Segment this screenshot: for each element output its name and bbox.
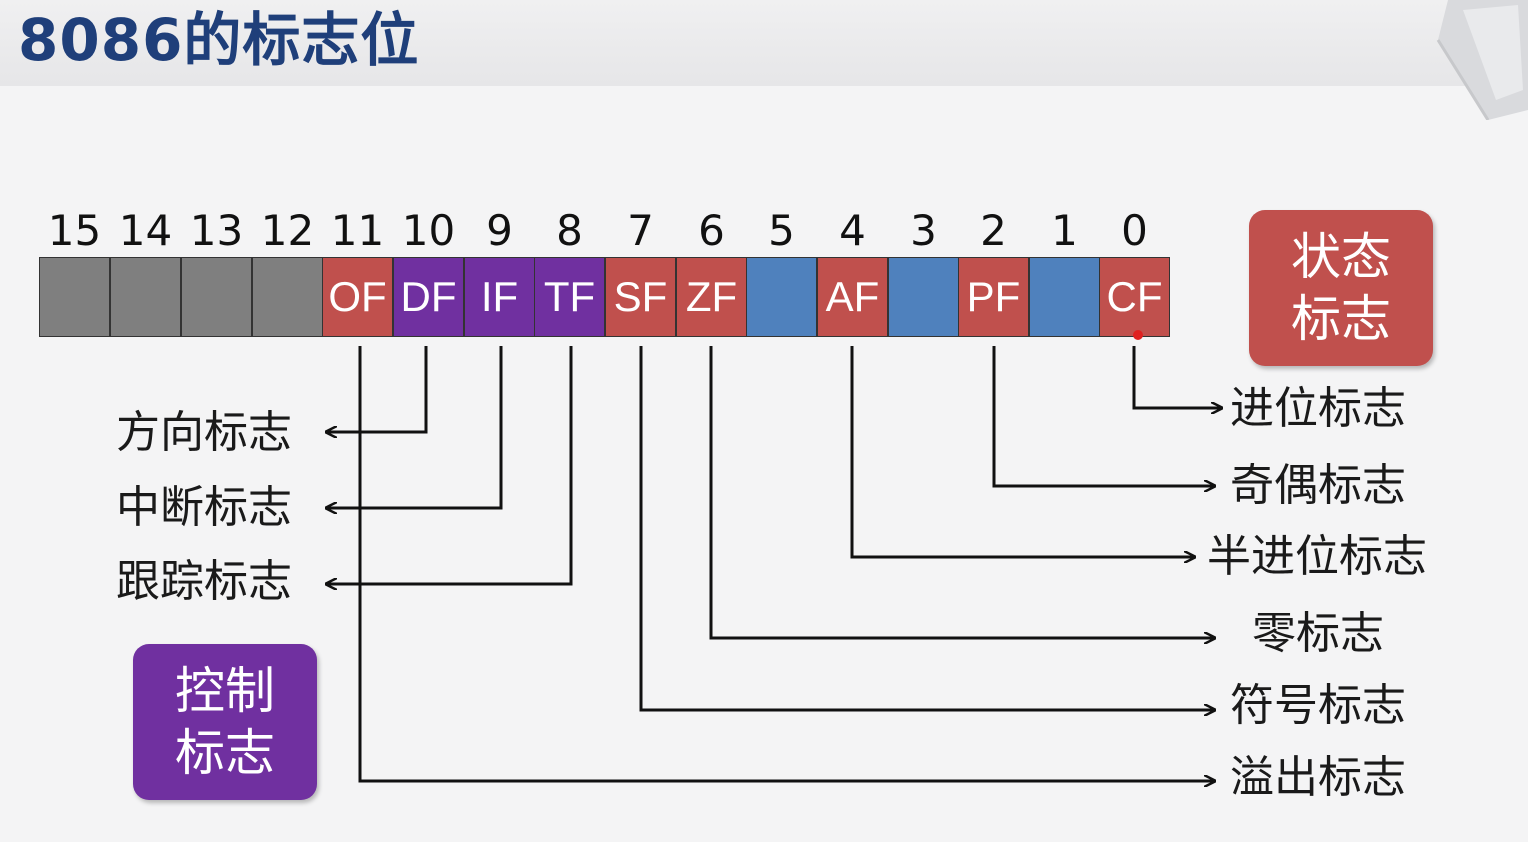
flag-cell-sf: SF <box>605 257 676 337</box>
flag-cell-if: IF <box>464 257 535 337</box>
bit-number: 11 <box>330 206 385 255</box>
label-interrupt-flag: 中断标志 <box>116 482 292 533</box>
flag-cell-bit12 <box>252 257 323 337</box>
flag-cell-bit5 <box>746 257 817 337</box>
bit-number: 5 <box>768 206 795 255</box>
bit-number: 6 <box>698 206 725 255</box>
flag-cell-bit15 <box>39 257 110 337</box>
bit-number: 1 <box>1051 206 1078 255</box>
label-zero-flag: 零标志 <box>1252 608 1384 659</box>
cursor-dot-icon <box>1133 330 1143 340</box>
connector-af <box>850 346 1195 557</box>
bit-number: 4 <box>839 206 866 255</box>
connector-zf <box>709 346 1215 638</box>
label-sign-flag: 符号标志 <box>1230 680 1406 731</box>
flag-cell-bit1 <box>1029 257 1100 337</box>
status-box-line2: 标志 <box>1291 290 1391 348</box>
flag-cell-pf: PF <box>958 257 1029 337</box>
bit-number: 14 <box>118 206 173 255</box>
label-carry-flag: 进位标志 <box>1230 383 1406 434</box>
bit-number: 7 <box>627 206 654 255</box>
flag-cell-tf: TF <box>534 257 605 337</box>
control-box-line1: 控制 <box>175 662 275 720</box>
control-box-line2: 标志 <box>175 724 275 782</box>
flag-cell-bit14 <box>110 257 181 337</box>
flag-cell-af: AF <box>817 257 888 337</box>
flag-cell-of: OF <box>322 257 393 337</box>
label-overflow-flag: 溢出标志 <box>1230 752 1406 803</box>
control-flags-box: 控制 标志 <box>133 644 317 800</box>
connector-cf <box>1132 346 1222 408</box>
flag-cell-cf: CF <box>1099 257 1170 337</box>
bit-number: 3 <box>910 206 937 255</box>
slide-title: 8086的标志位 <box>18 6 420 74</box>
flag-cell-bit3 <box>888 257 959 337</box>
connector-pf <box>992 346 1215 486</box>
bit-number: 2 <box>980 206 1007 255</box>
flag-cell-bit13 <box>181 257 252 337</box>
label-direction-flag: 方向标志 <box>116 407 292 458</box>
label-trace-flag: 跟踪标志 <box>116 556 292 607</box>
flag-cell-zf: ZF <box>676 257 747 337</box>
connector-of <box>358 346 1215 781</box>
status-box-line1: 状态 <box>1291 228 1391 286</box>
bit-number: 15 <box>47 206 102 255</box>
bit-number: 9 <box>486 206 513 255</box>
flag-cell-df: DF <box>393 257 464 337</box>
connector-sf <box>639 346 1215 710</box>
label-aux-carry-flag: 半进位标志 <box>1207 531 1427 582</box>
bit-number: 0 <box>1121 206 1148 255</box>
bit-number: 8 <box>556 206 583 255</box>
connector-df <box>326 346 428 432</box>
connector-if <box>326 346 503 508</box>
slide-header: 8086的标志位 <box>0 0 1528 120</box>
bit-number: 12 <box>260 206 315 255</box>
corner-decoration-icon <box>1436 0 1528 120</box>
connector-tf <box>326 346 573 584</box>
status-flags-box: 状态 标志 <box>1249 210 1433 366</box>
label-parity-flag: 奇偶标志 <box>1230 460 1406 511</box>
bit-number: 10 <box>401 206 456 255</box>
bit-number: 13 <box>189 206 244 255</box>
